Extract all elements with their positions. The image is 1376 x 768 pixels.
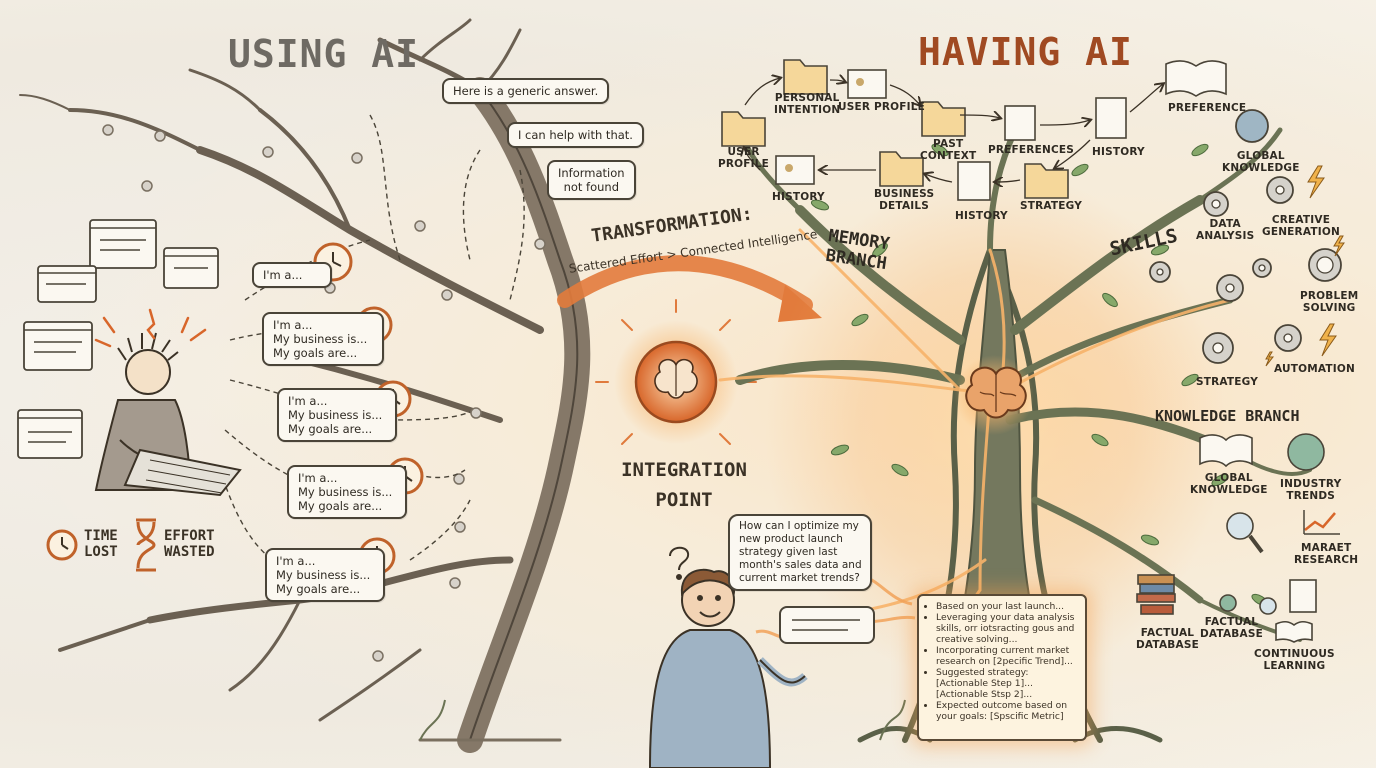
curious-person	[648, 546, 808, 768]
trend-chart-icon	[1304, 512, 1336, 531]
memory-arrows	[744, 78, 1163, 182]
leaves	[810, 143, 1269, 607]
globe-icon	[1235, 109, 1269, 143]
magnifier-icon	[1226, 512, 1254, 540]
response-item: Expected outcome based on your goals: [S…	[936, 700, 1079, 722]
help-bubble: I can help with that.	[507, 122, 644, 148]
reply-bubble	[779, 606, 875, 644]
response-item: Based on your last launch...	[936, 601, 1079, 612]
time-lost-label: TIME LOST	[84, 528, 118, 560]
lightning-icons	[1265, 165, 1345, 367]
magnifier-icon	[1259, 597, 1277, 615]
folder-icon	[783, 59, 828, 95]
transformation-arrow	[557, 255, 813, 313]
prompt-bubble: I'm a...My business is...My goals are...	[287, 465, 407, 519]
stressed-person	[94, 332, 242, 497]
folder-icon	[1024, 163, 1069, 199]
skill-label: DATA ANALYSIS	[1196, 218, 1255, 242]
memory-label: PREFERENCE	[1168, 102, 1247, 114]
using-ai-title: USING AI	[228, 32, 420, 76]
prompt-bubble: I'm a...My business is...My goals are...	[277, 388, 397, 442]
memory-label: PAST CONTEXT	[920, 138, 977, 162]
prompt-bubble: I'm a...My business is...My goals are...	[265, 548, 385, 602]
knowledge-label: FACTUAL DATABASE	[1136, 627, 1199, 651]
document-icon	[1095, 97, 1127, 139]
skill-label: GLOBAL KNOWLEDGE	[1222, 150, 1300, 174]
hourglass-icon	[136, 518, 156, 572]
response-item: Leveraging your data analysis skills, or…	[936, 612, 1079, 645]
memory-label: STRATEGY	[1020, 200, 1083, 212]
skill-label: CREATIVE GENERATION	[1262, 214, 1340, 238]
book-icon	[1165, 60, 1227, 97]
generic-answer-bubble: Here is a generic answer.	[442, 78, 610, 104]
memory-label: USER PROFILE	[838, 101, 926, 113]
checklist-icon	[957, 161, 991, 201]
lightning-icon	[1319, 323, 1337, 357]
user-profile-icon	[847, 69, 887, 99]
effort-wasted-label: EFFORT WASTED	[164, 528, 215, 560]
not-found-bubble: Information not found	[547, 160, 636, 200]
having-ai-title: HAVING AI	[918, 30, 1133, 74]
memory-label: USER PROFILE	[718, 146, 770, 170]
knowledge-label: MARAET RESEARCH	[1294, 542, 1359, 566]
tree-brain	[954, 355, 1034, 435]
memory-label: HISTORY	[1092, 146, 1145, 158]
skill-label: PROBLEM SOLVING	[1300, 290, 1359, 314]
knowledge-branch-label: KNOWLEDGE BRANCH	[1155, 407, 1300, 425]
folder-icon	[721, 111, 766, 147]
folder-icon	[921, 101, 966, 137]
lightning-icon	[1265, 351, 1275, 367]
user-profile-icon	[775, 155, 815, 185]
browser-window-icon	[23, 321, 93, 371]
notepad-icon	[1004, 105, 1036, 141]
folder-icon	[879, 151, 924, 187]
question-bubble: How can I optimize my new product launch…	[728, 514, 872, 591]
stress-marks	[94, 308, 207, 348]
browser-window-icon	[89, 219, 157, 269]
knowledge-label: CONTINUOUS LEARNING	[1254, 648, 1335, 672]
prompt-bubble: I'm a...My business is...My goals are...	[262, 312, 384, 366]
globe-icon	[1219, 594, 1237, 612]
lightning-icon	[1333, 235, 1345, 257]
memory-branch-label: MEMORY BRANCH	[824, 226, 891, 275]
floating-windows	[17, 219, 219, 459]
knowledge-icons	[1136, 433, 1340, 643]
browser-window-icon	[17, 409, 83, 459]
skill-label: STRATEGY	[1196, 376, 1259, 388]
integration-point-label: INTEGRATION POINT	[621, 459, 747, 511]
ai-response-panel: Based on your last launch... Leveraging …	[917, 594, 1087, 741]
prompt-bubble: I'm a...	[252, 262, 332, 288]
memory-label: HISTORY	[772, 191, 825, 203]
memory-label: PREFERENCES	[988, 144, 1074, 156]
book-icon	[1199, 434, 1253, 468]
memory-icons	[721, 59, 1227, 201]
knowledge-label: GLOBAL KNOWLEDGE	[1190, 472, 1268, 496]
knowledge-label: FACTUAL DATABASE	[1200, 616, 1263, 640]
lightning-icon	[1307, 165, 1325, 199]
knowledge-label: INDUSTRY TRENDS	[1280, 478, 1342, 502]
notepad-icon	[1289, 579, 1317, 613]
books-stack-icon	[1136, 593, 1176, 603]
skill-label: AUTOMATION	[1274, 363, 1355, 375]
response-item: Incorporating current market research on…	[936, 645, 1079, 667]
book-icon	[1275, 620, 1313, 643]
memory-label: HISTORY	[955, 210, 1008, 222]
memory-label: BUSINESS DETAILS	[874, 188, 935, 212]
globe-icon	[1287, 433, 1325, 471]
memory-label: PERSONAL INTENTION	[774, 92, 841, 116]
integration-point	[595, 299, 757, 445]
response-item: Suggested strategy: [Actionable Step 1].…	[936, 667, 1079, 700]
